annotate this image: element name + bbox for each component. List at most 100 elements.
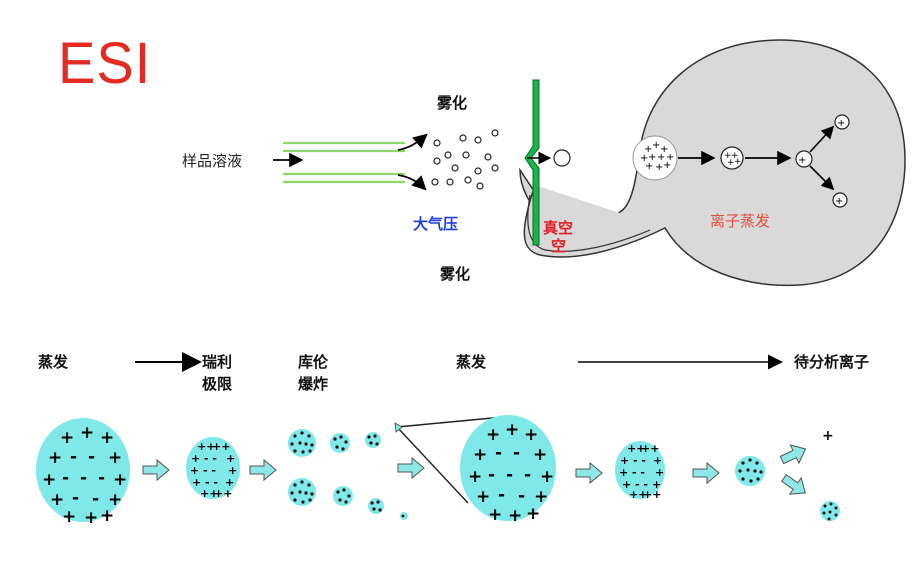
svg-text:+: + — [835, 196, 843, 207]
svg-text:+: + — [655, 162, 663, 173]
svg-text:-: - — [72, 488, 79, 508]
coulomb-label-line1: 库伦 — [298, 353, 329, 371]
page-title: ESI — [58, 29, 152, 96]
svg-text:-: - — [513, 443, 520, 463]
residual-droplet — [820, 501, 840, 521]
zoom-lines — [396, 416, 504, 504]
ion-droplet — [553, 149, 571, 167]
svg-text:- -: - - — [205, 476, 218, 489]
atmosphere-label: 大气压 — [413, 215, 459, 233]
svg-text:++: ++ — [214, 487, 232, 500]
svg-text:+: + — [108, 448, 122, 468]
svg-text:++: ++ — [212, 440, 230, 453]
svg-text:-: - — [506, 465, 513, 485]
droplet-charges: +++ ++++ +++ — [640, 140, 674, 173]
svg-text:-: - — [495, 443, 502, 463]
svg-text:+: + — [666, 152, 674, 163]
spray-droplets — [431, 129, 499, 190]
vacuum-label-line2: 空 — [551, 237, 567, 255]
svg-text:++: ++ — [200, 487, 218, 500]
svg-text:-: - — [98, 468, 105, 488]
svg-text:+: + — [622, 478, 631, 491]
svg-text:- -: - - — [204, 452, 217, 465]
esi-source-diagram: +++ ++++ +++ ++++ + + + — [273, 39, 906, 287]
skimmer-electrode — [524, 79, 540, 246]
svg-text:+: + — [526, 504, 540, 524]
coulomb-label-line2: 爆炸 — [298, 375, 329, 393]
svg-text:-: - — [488, 465, 495, 485]
svg-text:+: + — [524, 425, 538, 445]
svg-text:-: - — [62, 468, 69, 488]
svg-text:+: + — [50, 490, 64, 510]
svg-text:+: + — [486, 425, 500, 445]
droplet-rayleigh-limit: ++++ +- -+ +- -+ +- -+ ++++ — [186, 437, 240, 500]
svg-text:+: + — [644, 144, 652, 155]
svg-text:+: + — [192, 476, 201, 489]
svg-text:+: + — [228, 464, 237, 477]
svg-text:- -: - - — [632, 466, 645, 479]
svg-text:+: + — [727, 158, 735, 168]
svg-text:+: + — [100, 506, 114, 526]
svg-text:++: ++ — [643, 488, 661, 501]
svg-text:+: + — [80, 423, 94, 443]
capillary-lines — [283, 141, 405, 184]
rayleigh-label-line1: 瑞利 — [202, 353, 233, 371]
svg-text:+: + — [473, 445, 487, 465]
svg-text:++: ++ — [627, 442, 645, 455]
svg-text:-: - — [80, 468, 87, 488]
svg-text:+: + — [653, 454, 662, 467]
evaporation-label-1: 蒸发 — [38, 353, 69, 371]
svg-text:- -: - - — [203, 464, 216, 477]
svg-text:+: + — [62, 507, 76, 527]
chamber-tail — [523, 184, 666, 258]
analyte-ions-label: 待分析离子 — [794, 353, 870, 371]
svg-text:+: + — [48, 448, 62, 468]
svg-text:- -: - - — [633, 454, 646, 467]
svg-text:+: + — [508, 506, 522, 526]
droplet-small — [735, 456, 765, 486]
droplet-initial: +++ +--+ +---+ +--+ +++ — [36, 418, 130, 528]
svg-text:+: + — [648, 152, 656, 163]
spray-arrow-bottom — [397, 174, 427, 191]
svg-text:+: + — [837, 118, 845, 129]
vacuum-label-line1: 真空 — [543, 219, 574, 237]
svg-text:++: ++ — [629, 488, 647, 501]
charged-droplet-small — [795, 150, 813, 168]
svg-text:+: + — [655, 466, 664, 479]
rayleigh-label-line2: 极限 — [202, 375, 233, 393]
sample-solution-label: 样品溶液 — [182, 152, 243, 170]
svg-text:+: + — [620, 454, 629, 467]
spray-arrow-top — [397, 133, 428, 151]
analyte-ion: + — [822, 428, 834, 444]
svg-text:+: + — [191, 452, 200, 465]
svg-text:++: ++ — [641, 442, 659, 455]
svg-text:+: + — [534, 487, 548, 507]
svg-text:+: + — [724, 151, 732, 161]
fission-charges — [290, 431, 405, 518]
svg-text:-: - — [498, 485, 505, 505]
svg-text:+: + — [660, 144, 668, 155]
svg-text:+: + — [108, 490, 122, 510]
svg-text:- -: - - — [635, 478, 648, 491]
charged-droplet-large — [632, 135, 678, 181]
svg-text:+: + — [640, 153, 648, 164]
svg-text:+: + — [657, 152, 665, 163]
svg-text:+: + — [505, 420, 519, 440]
svg-text:-: - — [70, 447, 77, 467]
svg-text:+: + — [225, 476, 234, 489]
svg-text:+: + — [113, 470, 127, 490]
droplet-after-fission: +++ +--+ +---+ +--+ +++ — [460, 415, 556, 526]
svg-text:+: + — [533, 445, 547, 465]
droplet-fission-diagram: +++ +--+ +---+ +--+ +++ ++++ +- -+ +- -+… — [36, 352, 840, 528]
svg-text:-: - — [92, 489, 99, 509]
svg-text:+: + — [652, 478, 661, 491]
svg-text:+: + — [190, 464, 199, 477]
svg-text:+: + — [652, 140, 660, 151]
ion-evaporation-label: 离子蒸发 — [710, 212, 771, 230]
svg-text:+: + — [645, 161, 653, 172]
nebulize-label-top: 雾化 — [437, 94, 468, 112]
svg-text:+: + — [84, 508, 98, 528]
charged-droplet-medium — [720, 146, 744, 170]
svg-text:+: + — [476, 487, 490, 507]
nebulize-label-bottom: 雾化 — [440, 265, 471, 283]
